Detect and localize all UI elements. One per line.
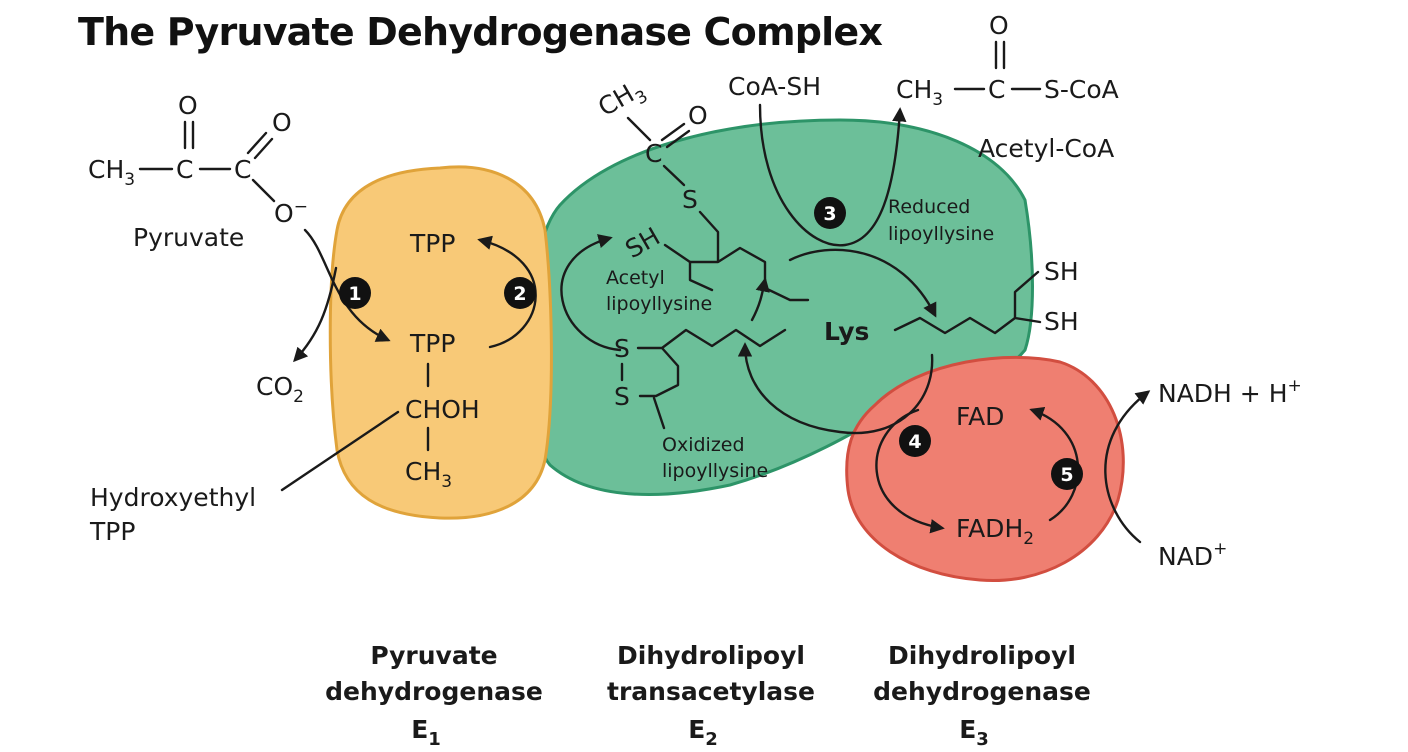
svg-text:E3: E3 bbox=[959, 715, 989, 750]
pyruvate-c1: C bbox=[176, 155, 193, 184]
reduced-lipoyllysine-label-2: lipoyllysine bbox=[888, 223, 994, 245]
oxidized-s2: S bbox=[614, 382, 630, 411]
arm-arrow-lys-to-reduced bbox=[788, 248, 937, 318]
svg-text:4: 4 bbox=[908, 431, 921, 453]
tpp-top: TPP bbox=[409, 229, 455, 258]
step-badge-1: 1 bbox=[339, 277, 371, 309]
step3-arrow-coa bbox=[758, 103, 907, 247]
acetyl-coa-s-coa: S-CoA bbox=[1044, 75, 1119, 104]
nadh-label: NADH + H+ bbox=[1158, 376, 1302, 408]
hydroxyethyl-pointer bbox=[280, 410, 400, 492]
acetyl-coa-o: O bbox=[989, 11, 1009, 40]
enzyme-label-e2: Dihydrolipoyl transacetylase E2 bbox=[607, 641, 815, 750]
arm-arrow-acetyl-to-lys bbox=[750, 277, 770, 322]
enzyme-label-e3: Dihydrolipoyl dehydrogenase E3 bbox=[873, 641, 1091, 750]
svg-text:transacetylase: transacetylase bbox=[607, 677, 815, 706]
acetyl-lipoyllysine-label-2: lipoyllysine bbox=[606, 293, 712, 315]
e3-dehydrogenase-blob bbox=[845, 355, 1125, 583]
oxidized-lipoyllysine-label-2: lipoyllysine bbox=[662, 460, 768, 482]
step-badge-5: 5 bbox=[1051, 458, 1083, 490]
acetyl-coa-ch3: CH3 bbox=[896, 75, 943, 110]
svg-text:E2: E2 bbox=[688, 715, 718, 750]
fad-label: FAD bbox=[956, 402, 1004, 431]
svg-text:Dihydrolipoyl: Dihydrolipoyl bbox=[888, 641, 1076, 670]
e1-ch3: CH3 bbox=[405, 457, 452, 492]
oxidized-s1: S bbox=[614, 334, 630, 363]
arm-arrow-oxidized-to-lys bbox=[737, 342, 934, 435]
pyruvate-o-minus: O− bbox=[274, 197, 308, 228]
svg-text:2: 2 bbox=[513, 283, 526, 305]
pyruvate-label: Pyruvate bbox=[133, 223, 244, 252]
coa-sh-label: CoA-SH bbox=[728, 72, 821, 101]
pyruvate-structure: CH3 C C O O O− Pyruvate bbox=[88, 91, 308, 252]
step2-arrow-acetyl-transfer bbox=[560, 234, 622, 352]
step1-arrow-pyruvate-in bbox=[303, 228, 391, 342]
step-badge-4: 4 bbox=[899, 425, 931, 457]
reduced-sh2: SH bbox=[1044, 307, 1079, 336]
step1-arrow-co2-out bbox=[293, 266, 338, 363]
pyruvate-carboxyl-o: O bbox=[272, 108, 292, 137]
pyruvate-ch3: CH3 bbox=[88, 155, 135, 190]
step-badge-2: 2 bbox=[504, 277, 536, 309]
oxidized-lipoyllysine-label-1: Oxidized bbox=[662, 434, 745, 456]
enzyme-label-e1: Pyruvate dehydrogenase E1 bbox=[325, 641, 543, 750]
hydroxyethyl-tpp-line2: TPP bbox=[89, 517, 135, 546]
reduced-sh1: SH bbox=[1044, 257, 1079, 286]
acetyl-c: C bbox=[645, 139, 662, 168]
reduced-lipoyllysine-label-1: Reduced bbox=[888, 196, 970, 218]
acetyl-lipoyl-chain bbox=[663, 210, 810, 302]
acetyl-lipoyllysine-label-1: Acetyl bbox=[606, 267, 665, 289]
co2-label: CO2 bbox=[256, 372, 304, 407]
tpp-bottom: TPP bbox=[409, 329, 455, 358]
fadh2-label: FADH2 bbox=[956, 514, 1034, 549]
acetyl-coa-c: C bbox=[988, 75, 1005, 104]
pyruvate-c2: C bbox=[234, 155, 251, 184]
step4-arrow bbox=[875, 408, 945, 534]
svg-text:E1: E1 bbox=[411, 715, 441, 750]
lys-label: Lys bbox=[824, 317, 869, 346]
svg-text:dehydrogenase: dehydrogenase bbox=[873, 677, 1091, 706]
reduced-lipoyl-chain bbox=[893, 270, 1042, 335]
svg-text:dehydrogenase: dehydrogenase bbox=[325, 677, 543, 706]
oxidized-lipoyl-chain bbox=[636, 328, 787, 398]
svg-text:Dihydrolipoyl: Dihydrolipoyl bbox=[617, 641, 805, 670]
acetyl-coa-label: Acetyl-CoA bbox=[978, 134, 1114, 163]
svg-text:3: 3 bbox=[823, 203, 836, 225]
nad-label: NAD+ bbox=[1158, 539, 1227, 571]
hydroxyethyl-tpp-line1: Hydroxyethyl bbox=[90, 483, 256, 512]
diagram-title: The Pyruvate Dehydrogenase Complex bbox=[78, 10, 882, 54]
acetyl-coa-structure: CH3 C S-CoA O Acetyl-CoA bbox=[896, 11, 1119, 163]
step5-arrow-nad-to-nadh bbox=[1104, 390, 1151, 544]
choh: CHOH bbox=[405, 395, 480, 424]
svg-text:1: 1 bbox=[348, 283, 361, 305]
acetyl-ch3: CH3 bbox=[593, 73, 651, 127]
e1-pyruvate-dehydrogenase-blob bbox=[328, 165, 553, 520]
step-badge-3: 3 bbox=[814, 197, 846, 229]
pyruvate-carbonyl-o: O bbox=[178, 91, 198, 120]
svg-text:5: 5 bbox=[1060, 464, 1073, 486]
acetyl-o: O bbox=[688, 101, 708, 130]
svg-text:Pyruvate: Pyruvate bbox=[370, 641, 497, 670]
acetyl-s: S bbox=[682, 185, 698, 214]
